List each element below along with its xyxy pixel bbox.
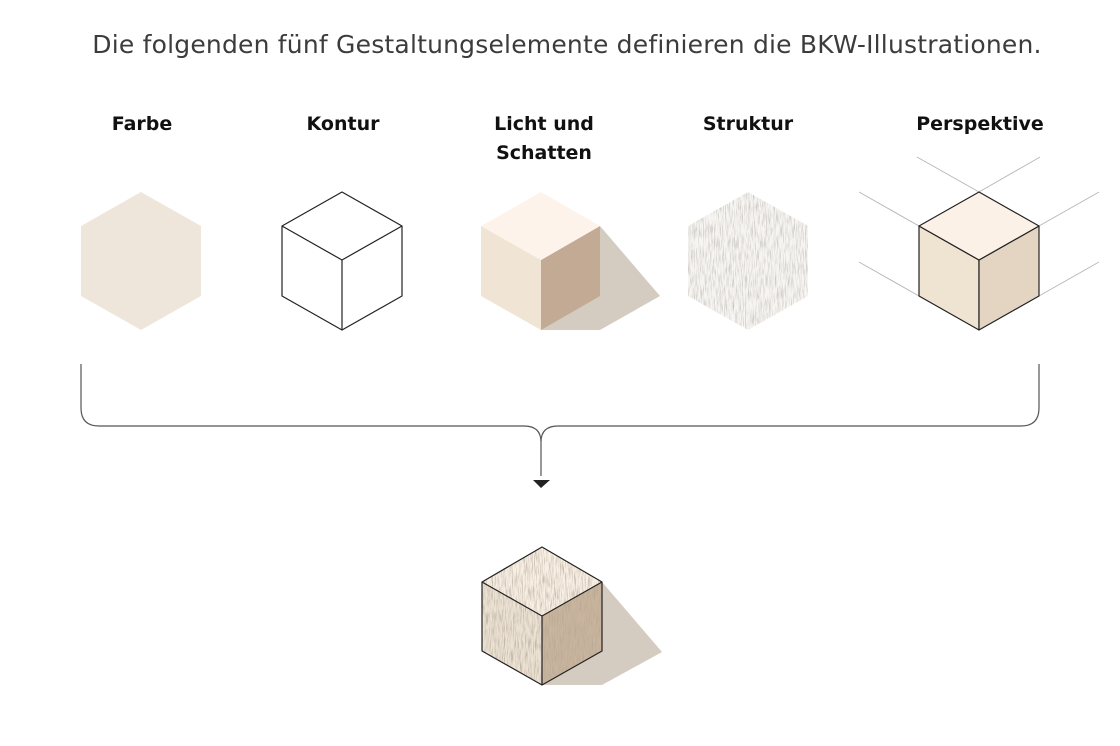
combined-result-cube <box>481 546 662 686</box>
perspektive-cube <box>918 191 1040 331</box>
licht-und-schatten-cube <box>481 192 660 330</box>
label-struktur: Struktur <box>702 113 794 135</box>
headline: Die folgenden fünf Gestaltungselemente d… <box>92 30 1042 59</box>
label-licht-und-schatten: Licht und Schatten <box>494 113 594 164</box>
label-perspektive: Perspektive <box>916 113 1044 135</box>
arrow-head <box>533 480 550 488</box>
perspektive-guides <box>858 156 1100 297</box>
label-farbe: Farbe <box>111 113 173 135</box>
kontur-cube <box>281 191 403 331</box>
struktur-cube <box>688 192 808 330</box>
farbe-hexagon <box>81 192 201 330</box>
label-kontur: Kontur <box>306 113 380 135</box>
combining-brace <box>80 364 1040 476</box>
